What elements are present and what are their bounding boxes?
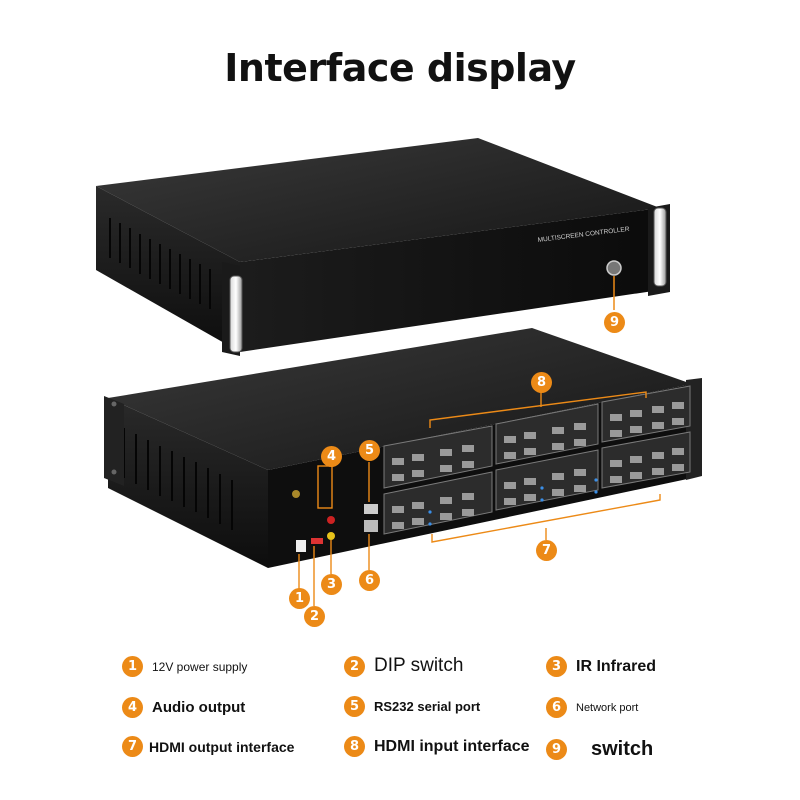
power-jack <box>296 540 306 552</box>
callout-lines <box>298 391 661 606</box>
legend-badge: 6 <box>546 697 567 718</box>
callout-badge-4: 4 <box>321 446 342 467</box>
legend-badge: 4 <box>122 697 143 718</box>
legend-badge: 3 <box>546 656 567 677</box>
audio-port <box>327 532 335 540</box>
legend-badge: 1 <box>122 656 143 677</box>
page-title: Interface display <box>224 46 576 90</box>
legend-label: Audio output <box>152 699 246 716</box>
legend-label: HDMI input interface <box>374 737 530 755</box>
legend-item-hdmi-input: 8 HDMI input interface <box>344 736 530 757</box>
ir-port <box>327 516 335 524</box>
callout-badge-5: 5 <box>359 440 380 461</box>
rs232-port <box>364 504 378 514</box>
callout-badge-8: 8 <box>531 372 552 393</box>
legend-item-power: 1 12V power supply <box>122 656 247 677</box>
legend-label: HDMI output interface <box>149 738 295 755</box>
legend-badge: 9 <box>546 739 567 760</box>
legend-label: Network port <box>576 701 639 714</box>
legend-badge: 8 <box>344 736 365 757</box>
network-port <box>364 520 378 532</box>
callout-badge-6: 6 <box>359 570 380 591</box>
legend-item-switch: 9 switch <box>546 738 653 761</box>
rear-unit <box>104 328 702 568</box>
legend-label: DIP switch <box>374 655 464 676</box>
legend-label: IR Infrared <box>576 657 657 675</box>
legend-badge: 5 <box>344 696 365 717</box>
legend-label: RS232 serial port <box>374 699 481 714</box>
legend-item-dip-switch: 2 DIP switch <box>344 655 463 677</box>
front-unit: MULTISCREEN CONTROLLER <box>96 138 670 356</box>
callout-badge-2: 2 <box>304 606 325 627</box>
legend-item-network: 6 Network port <box>546 697 638 718</box>
callout-badge-1: 1 <box>289 588 310 609</box>
legend-badge: 2 <box>344 655 365 677</box>
callout-badge-9: 9 <box>604 312 625 333</box>
legend-item-hdmi-output: 7 HDMI output interface <box>122 736 294 757</box>
legend-item-rs232: 5 RS232 serial port <box>344 696 480 717</box>
callout-badge-7: 7 <box>536 540 557 561</box>
legend-label: switch <box>591 738 654 760</box>
ground-screw <box>292 490 300 498</box>
legend-badge: 7 <box>122 736 143 757</box>
legend-label: 12V power supply <box>152 659 248 674</box>
legend-item-audio: 4 Audio output <box>122 697 245 718</box>
dip-switch <box>311 538 323 544</box>
callout-badge-3: 3 <box>321 574 342 595</box>
power-key-switch <box>606 260 622 276</box>
legend-item-ir: 3 IR Infrared <box>546 656 656 677</box>
